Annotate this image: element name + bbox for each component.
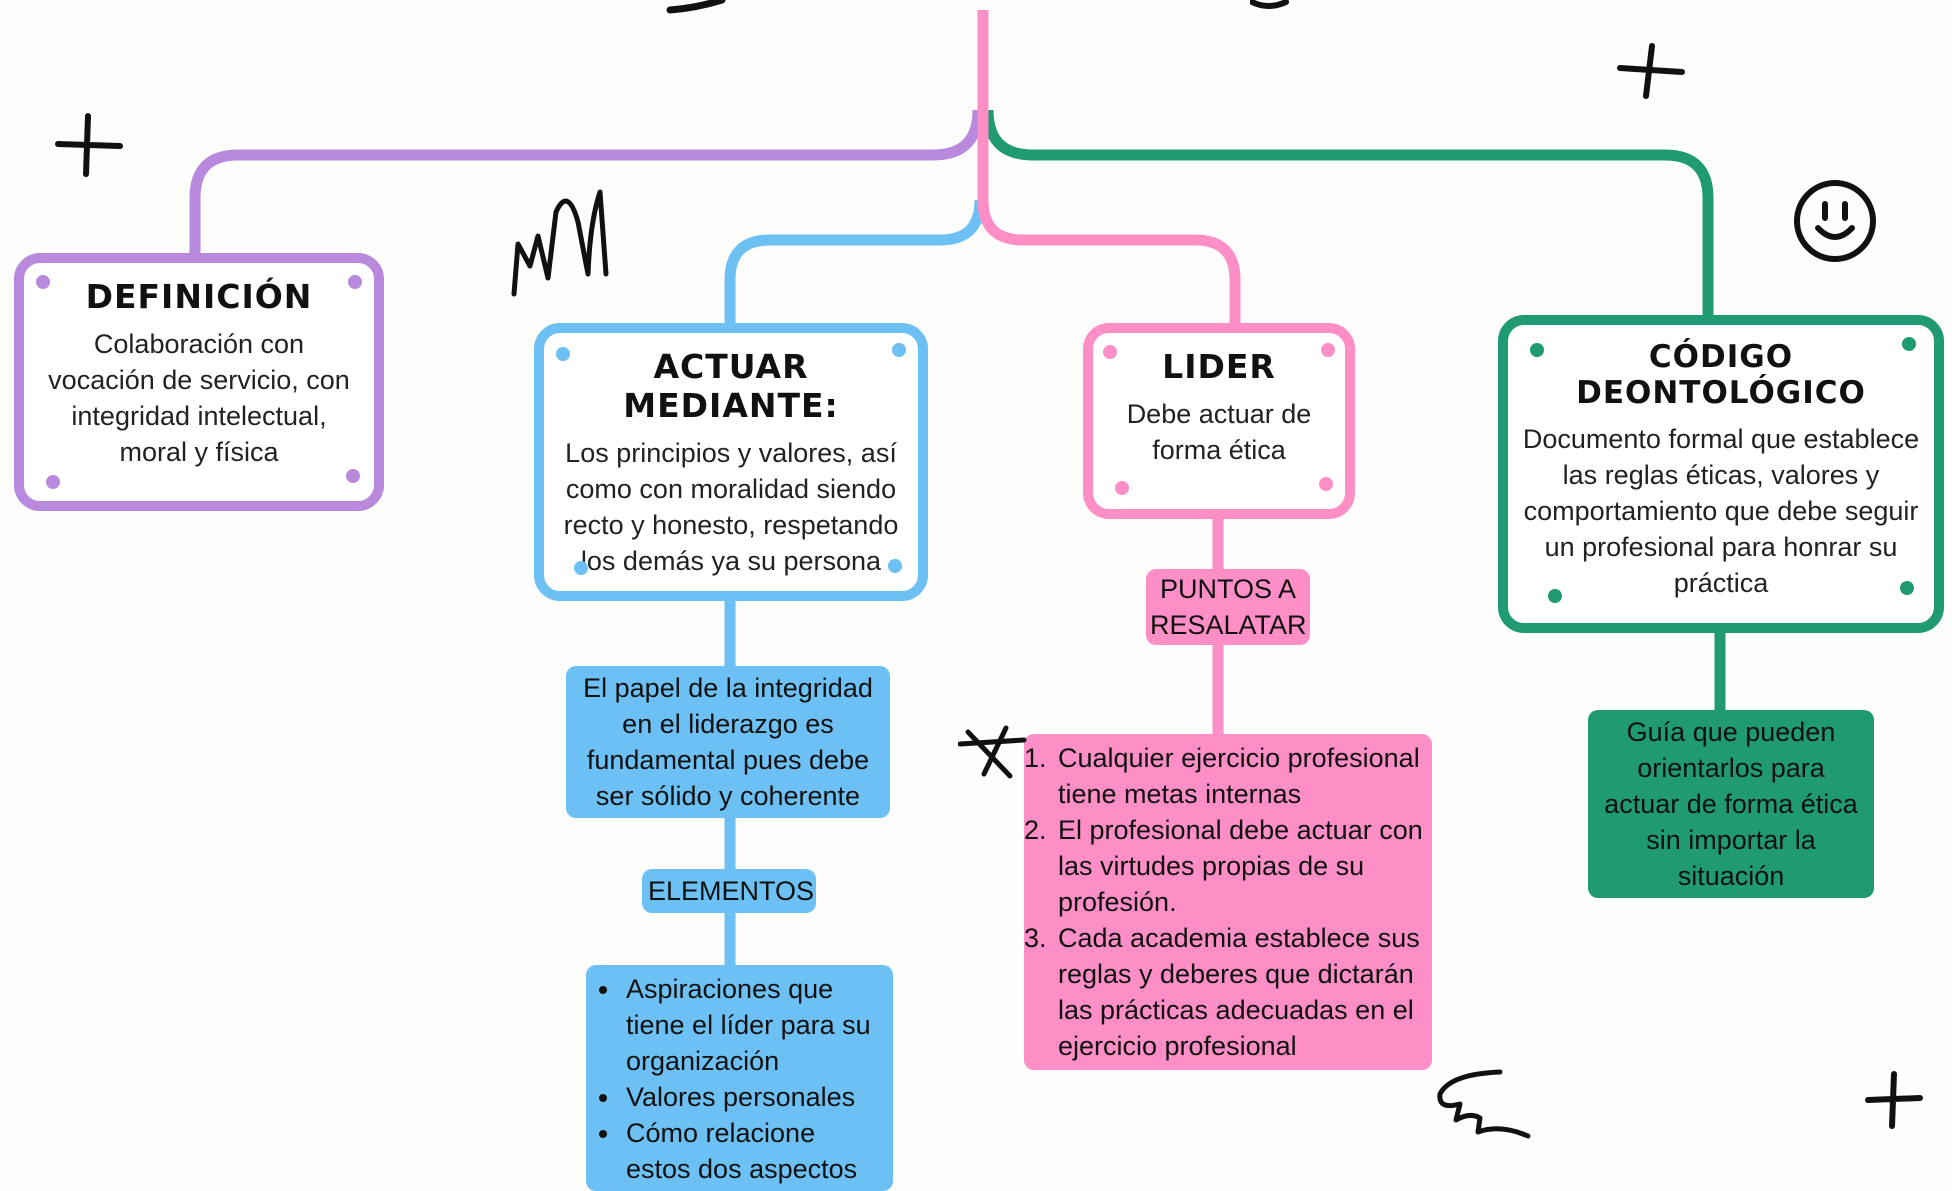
corner-dot (574, 561, 588, 575)
actuar-note-text: El papel de la integridad en el liderazg… (583, 673, 873, 811)
corner-dot (1548, 589, 1562, 603)
plus-icon (1617, 43, 1685, 99)
codigo-title: CÓDIGO DEONTOLÓGICO (1576, 339, 1866, 411)
lider-box: LIDER Debe actuar de forma ética (1083, 323, 1355, 519)
corner-dot (348, 275, 362, 289)
corner-dot (1319, 477, 1333, 491)
scribble-icon (1250, 0, 1289, 9)
corner-dot (36, 275, 50, 289)
branch-actuar (724, 199, 986, 325)
puntos-label-text: PUNTOS A RESALATAR (1150, 574, 1307, 640)
corner-dot (1321, 343, 1335, 357)
puntos-label: PUNTOS A RESALATAR (1146, 569, 1310, 645)
actuar-note: El papel de la integridad en el liderazg… (566, 666, 890, 818)
puntos-list: Cualquier ejercicio profesional tiene me… (1024, 734, 1432, 1070)
lider-title: LIDER (1162, 347, 1276, 386)
corner-dot (1902, 337, 1916, 351)
elementos-label-text: ELEMENTOS (648, 876, 815, 906)
scribble-icon (1437, 1069, 1531, 1139)
definicion-text: Colaboración con vocación de servicio, c… (48, 329, 350, 467)
corner-dot (46, 475, 60, 489)
codigo-box: CÓDIGO DEONTOLÓGICO Documento formal que… (1498, 315, 1944, 633)
corner-dot (1115, 481, 1129, 495)
puntos-numbers: Cualquier ejercicio profesional tiene me… (1024, 740, 1424, 1064)
definicion-box: DEFINICIÓN Colaboración con vocación de … (14, 253, 384, 511)
list-item: Cada academia establece sus reglas y deb… (1054, 920, 1424, 1064)
corner-dot (346, 469, 360, 483)
list-item: Cómo relacione estos dos aspectos (622, 1115, 885, 1187)
corner-dot (556, 347, 570, 361)
codigo-note-text: Guía que pueden orientarlos para actuar … (1604, 717, 1858, 891)
branch-codigo (982, 109, 1714, 315)
elementos-bullets: Aspiraciones que tiene el líder para su … (586, 971, 885, 1187)
corner-dot (892, 343, 906, 357)
elementos-list: Aspiraciones que tiene el líder para su … (586, 965, 893, 1191)
actuar-title: ACTUAR MEDIANTE: (623, 347, 839, 425)
corner-dot (1103, 345, 1117, 359)
branch-definicion (189, 109, 984, 255)
smiley-icon (1794, 180, 1876, 262)
list-item: Valores personales (622, 1079, 885, 1115)
corner-dot (1900, 581, 1914, 595)
cross-icon (958, 725, 1027, 779)
lider-text: Debe actuar de forma ética (1126, 399, 1312, 465)
codigo-note: Guía que pueden orientarlos para actuar … (1588, 710, 1874, 898)
corner-dot (1530, 343, 1544, 357)
plus-icon (55, 113, 123, 177)
branch-lider (977, 110, 1241, 325)
list-item: Cualquier ejercicio profesional tiene me… (1054, 740, 1424, 812)
scribble-icon (666, 0, 726, 14)
list-item: Aspiraciones que tiene el líder para su … (622, 971, 885, 1079)
list-item: El profesional debe actuar con las virtu… (1054, 812, 1424, 920)
plus-icon (1865, 1071, 1923, 1129)
actuar-box: ACTUAR MEDIANTE: Los principios y valore… (534, 323, 928, 601)
actuar-text: Los principios y valores, así como con m… (563, 438, 899, 576)
codigo-text: Documento formal que establece las regla… (1522, 424, 1920, 598)
scribble-icon (511, 189, 609, 297)
corner-dot (888, 559, 902, 573)
elementos-label: ELEMENTOS (642, 869, 816, 913)
definicion-title: DEFINICIÓN (85, 277, 313, 316)
